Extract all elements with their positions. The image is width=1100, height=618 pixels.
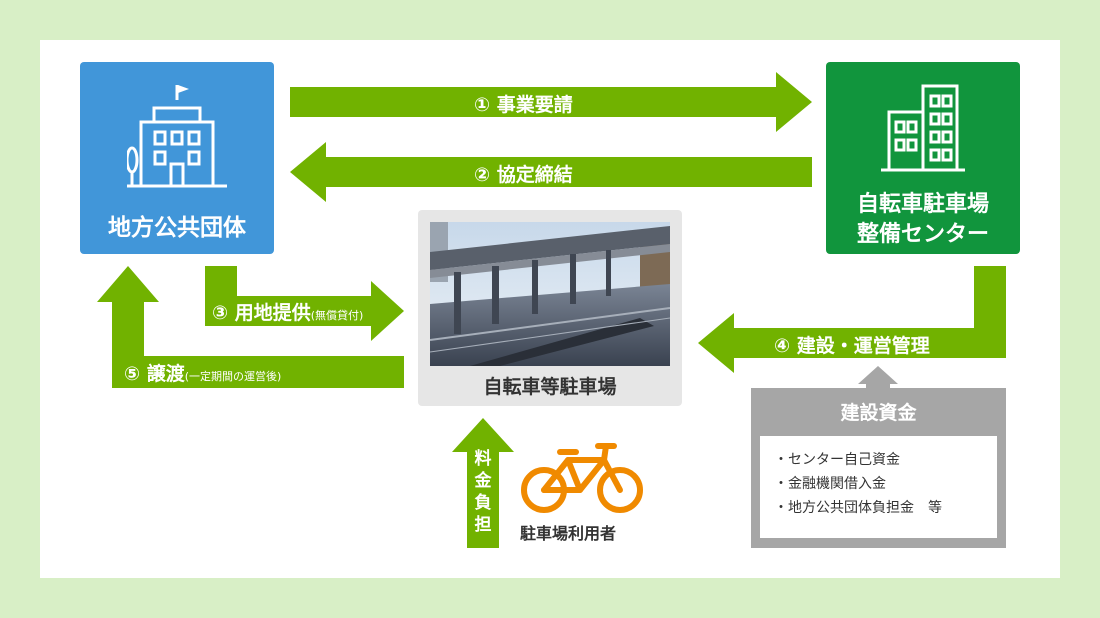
funds-item: 地方公共団体負担金 等 (774, 496, 997, 520)
local-government-box: 地方公共団体 (80, 62, 274, 254)
arrow-construction (698, 266, 1006, 373)
arrow-fee (452, 418, 514, 548)
flow-transfer-text: ⑤ 譲渡 (124, 363, 185, 385)
arrow-request (290, 72, 812, 132)
parking-photo (430, 222, 670, 366)
flow-land-label: ③ 用地提供(無償貸付) (212, 298, 363, 325)
office-building-icon (881, 84, 965, 172)
construction-funds-box: 建設資金 センター自己資金 金融機関借入金 地方公共団体負担金 等 (751, 388, 1006, 548)
arrow-funds (858, 366, 898, 390)
construction-funds-list: センター自己資金 金融機関借入金 地方公共団体負担金 等 (760, 436, 997, 538)
flow-land-text: ③ 用地提供 (212, 302, 311, 324)
construction-funds-title: 建設資金 (840, 402, 917, 424)
funds-item: 金融機関借入金 (774, 472, 997, 496)
fee-char-4: 担 (474, 515, 492, 535)
bicycle-users-label: 駐車場利用者 (520, 524, 617, 543)
arrow-transfer (97, 266, 404, 388)
fee-label: 料 金 負 担 (472, 448, 494, 536)
bicycle-icon (521, 443, 643, 513)
fee-char-2: 金 (474, 471, 492, 491)
fee-char-3: 負 (474, 493, 492, 513)
arrow-agreement (290, 142, 812, 202)
flow-land-note: (無償貸付) (310, 309, 364, 322)
parking-center-label: 自転車駐車場 整備センター (826, 190, 1020, 250)
parking-center-box: 自転車駐車場 整備センター (826, 62, 1020, 254)
bicycle-parking-label: 自転車等駐車場 (483, 376, 617, 398)
parking-center-label-line1: 自転車駐車場 (856, 192, 989, 217)
flow-construction-label: ④ 建設・運営管理 (774, 335, 930, 357)
parking-center-label-line2: 整備センター (856, 222, 989, 247)
bicycle-parking-box: 自転車等駐車場 (418, 210, 682, 406)
local-government-label: 地方公共団体 (108, 215, 246, 241)
arrow-land (205, 266, 404, 341)
flow-transfer-note: (一定期間の運営後) (184, 370, 282, 383)
funds-item: センター自己資金 (774, 448, 997, 472)
flow-request-label: ① 事業要請 (474, 94, 573, 116)
city-hall-icon (127, 85, 227, 188)
fee-char-1: 料 (474, 449, 492, 469)
flow-agreement-label: ② 協定締結 (474, 164, 573, 186)
flow-transfer-label: ⑤ 譲渡(一定期間の運営後) (124, 359, 281, 386)
